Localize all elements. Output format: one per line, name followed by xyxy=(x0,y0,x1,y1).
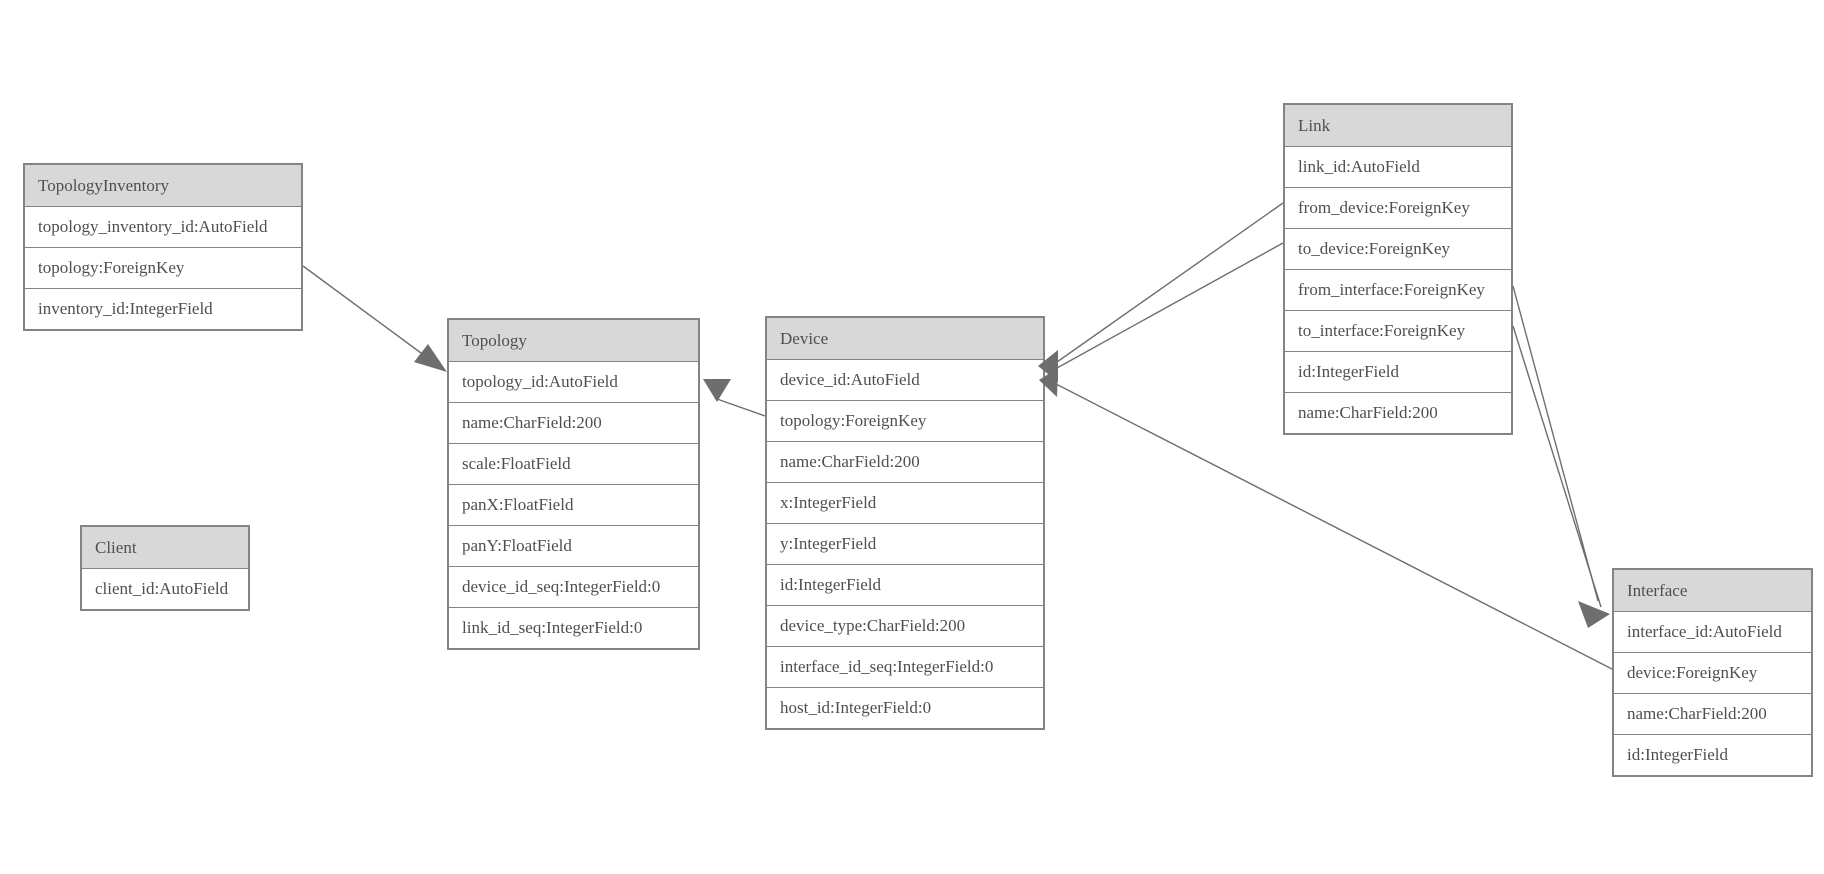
entity-field: device:ForeignKey xyxy=(1614,653,1811,694)
entity-field: topology:ForeignKey xyxy=(25,248,301,289)
entity-field: device_id:AutoField xyxy=(767,360,1043,401)
entity-field: topology:ForeignKey xyxy=(767,401,1043,442)
entity-field: name:CharField:200 xyxy=(449,403,698,444)
relation-line-device-topology xyxy=(716,398,766,417)
entity-field: device_type:CharField:200 xyxy=(767,606,1043,647)
entity-field: device_id_seq:IntegerField:0 xyxy=(449,567,698,608)
entity-field: scale:FloatField xyxy=(449,444,698,485)
entity-field: host_id:IntegerField:0 xyxy=(767,688,1043,728)
relation-line-link-interface xyxy=(1512,325,1602,608)
entity-field: inventory_id:IntegerField xyxy=(25,289,301,329)
entity-field: topology_inventory_id:AutoField xyxy=(25,207,301,248)
entity-field: y:IntegerField xyxy=(767,524,1043,565)
entity-field: interface_id_seq:IntegerField:0 xyxy=(767,647,1043,688)
entity-field: id:IntegerField xyxy=(767,565,1043,606)
entity-field: from_interface:ForeignKey xyxy=(1285,270,1511,311)
entity-field: x:IntegerField xyxy=(767,483,1043,524)
entity-field: panX:FloatField xyxy=(449,485,698,526)
entity-field: interface_id:AutoField xyxy=(1614,612,1811,653)
relation-line-link-device xyxy=(1056,242,1284,369)
relation-line-link-device xyxy=(1056,202,1284,363)
entity-title: Topology xyxy=(449,320,698,362)
relation-arrowhead-topologyinventory-topology xyxy=(414,344,447,372)
entity-title: Link xyxy=(1285,105,1511,147)
relation-line-topologyinventory-topology xyxy=(302,265,441,368)
entity-field: panY:FloatField xyxy=(449,526,698,567)
entity-field: name:CharField:200 xyxy=(1285,393,1511,433)
relation-line-link-interface xyxy=(1512,285,1599,602)
entity-title: Device xyxy=(767,318,1043,360)
entity-field: link_id_seq:IntegerField:0 xyxy=(449,608,698,648)
entity-field: link_id:AutoField xyxy=(1285,147,1511,188)
entity-field: id:IntegerField xyxy=(1614,735,1811,775)
entity-field: name:CharField:200 xyxy=(767,442,1043,483)
entity-field: client_id:AutoField xyxy=(82,569,248,609)
relation-arrowhead-device-topology xyxy=(703,379,731,402)
entity-field: to_device:ForeignKey xyxy=(1285,229,1511,270)
entity-title: TopologyInventory xyxy=(25,165,301,207)
entity-title: Client xyxy=(82,527,248,569)
entity-field: name:CharField:200 xyxy=(1614,694,1811,735)
relation-arrowhead-link-interface xyxy=(1578,601,1610,628)
entity-field: id:IntegerField xyxy=(1285,352,1511,393)
entity-title: Interface xyxy=(1614,570,1811,612)
entity-field: to_interface:ForeignKey xyxy=(1285,311,1511,352)
entity-field: topology_id:AutoField xyxy=(449,362,698,403)
entity-field: from_device:ForeignKey xyxy=(1285,188,1511,229)
